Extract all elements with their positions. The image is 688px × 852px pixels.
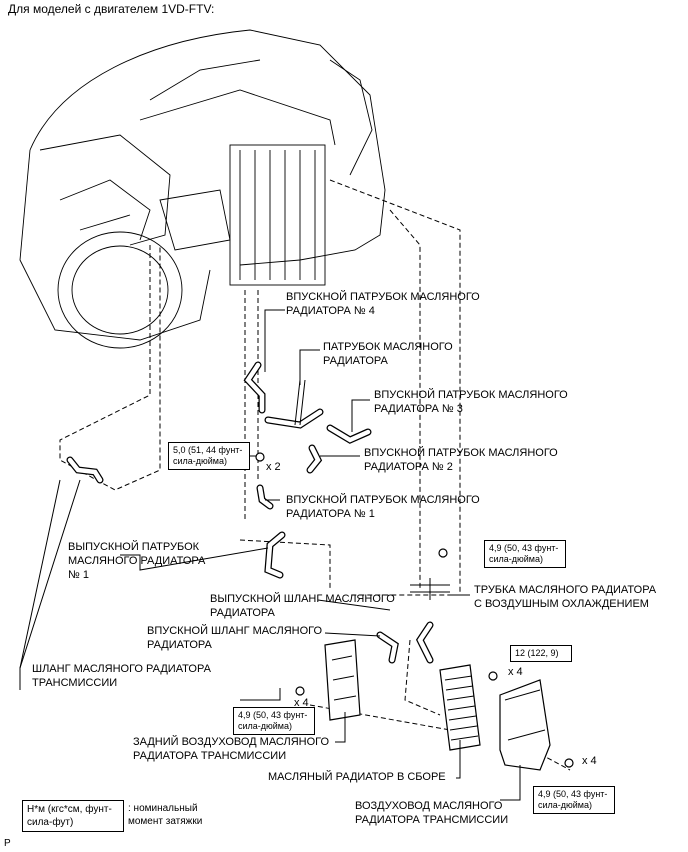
cooler-duct — [499, 679, 551, 771]
label-inlet-pipe-1: ВПУСКНОЙ ПАТРУБОК МАСЛЯНОГО РАДИАТОРА № … — [286, 494, 480, 520]
label-cooler-duct: ВОЗДУХОВОД МАСЛЯНОГО РАДИАТОРА ТРАНСМИСС… — [355, 800, 509, 826]
qty-x4-c: x 4 — [582, 755, 597, 767]
footer-mark: P — [4, 838, 11, 849]
legend-description: : номинальный момент затяжки — [128, 803, 203, 827]
label-inlet-pipe-3: ВПУСКНОЙ ПАТРУБОК МАСЛЯНОГО РАДИАТОРА № … — [374, 389, 568, 415]
label-inlet-hose: ВПУСКНОЙ ШЛАНГ МАСЛЯНОГО РАДИАТОРА — [147, 625, 323, 651]
label-cooler-assembly: МАСЛЯНЫЙ РАДИАТОР В СБОРЕ — [268, 771, 446, 783]
vehicle-sketch — [19, 29, 386, 349]
qty-x4-b: x 4 — [294, 697, 309, 709]
torque-box-50: 5,0 (51, 44 фунт- сила-дюйма) — [168, 442, 250, 470]
torque-box-49-b: 4,9 (50, 43 фунт- сила-дюйма) — [233, 707, 315, 735]
label-transmission-hose: ШЛАНГ МАСЛЯНОГО РАДИАТОРА ТРАНСМИССИИ — [32, 663, 211, 689]
qty-x2: x 2 — [266, 461, 281, 473]
qty-x4-a: x 4 — [508, 666, 523, 678]
label-outlet-hose: ВЫПУСКНОЙ ШЛАНГ МАСЛЯНОГО РАДИАТОРА — [210, 593, 395, 619]
torque-box-12: 12 (122, 9) — [510, 645, 572, 662]
label-outlet-pipe-1: ВЫПУСКНОЙ ПАТРУБОК МАСЛЯНОГО РАДИАТОРА №… — [68, 541, 206, 581]
bolts — [255, 452, 574, 768]
label-air-cooled-tube: ТРУБКА МАСЛЯНОГО РАДИАТОРА С ВОЗДУШНЫМ О… — [474, 584, 657, 610]
rear-duct — [324, 639, 361, 721]
torque-box-49-a: 4,9 (50, 43 фунт- сила-дюйма) — [484, 540, 566, 568]
hose-parts — [66, 361, 450, 664]
label-oil-cooler-pipe: ПАТРУБОК МАСЛЯНОГО РАДИАТОРА — [323, 341, 453, 367]
torque-box-49-c: 4,9 (50, 43 фунт- сила-дюйма) — [533, 786, 615, 814]
leader-lines — [19, 309, 521, 801]
oil-cooler-assembly — [439, 664, 481, 751]
legend-unit-box: Н*м (кгс*см, фунт- сила-фут) — [22, 800, 124, 832]
label-rear-duct: ЗАДНИЙ ВОЗДУХОВОД МАСЛЯНОГО РАДИАТОРА ТР… — [133, 736, 330, 762]
label-inlet-pipe-4: ВПУСКНОЙ ПАТРУБОК МАСЛЯНОГО РАДИАТОРА № … — [286, 291, 480, 317]
label-inlet-pipe-2: ВПУСКНОЙ ПАТРУБОК МАСЛЯНОГО РАДИАТОРА № … — [364, 447, 558, 473]
page-title: Для моделей с двигателем 1VD-FTV: — [8, 2, 215, 16]
